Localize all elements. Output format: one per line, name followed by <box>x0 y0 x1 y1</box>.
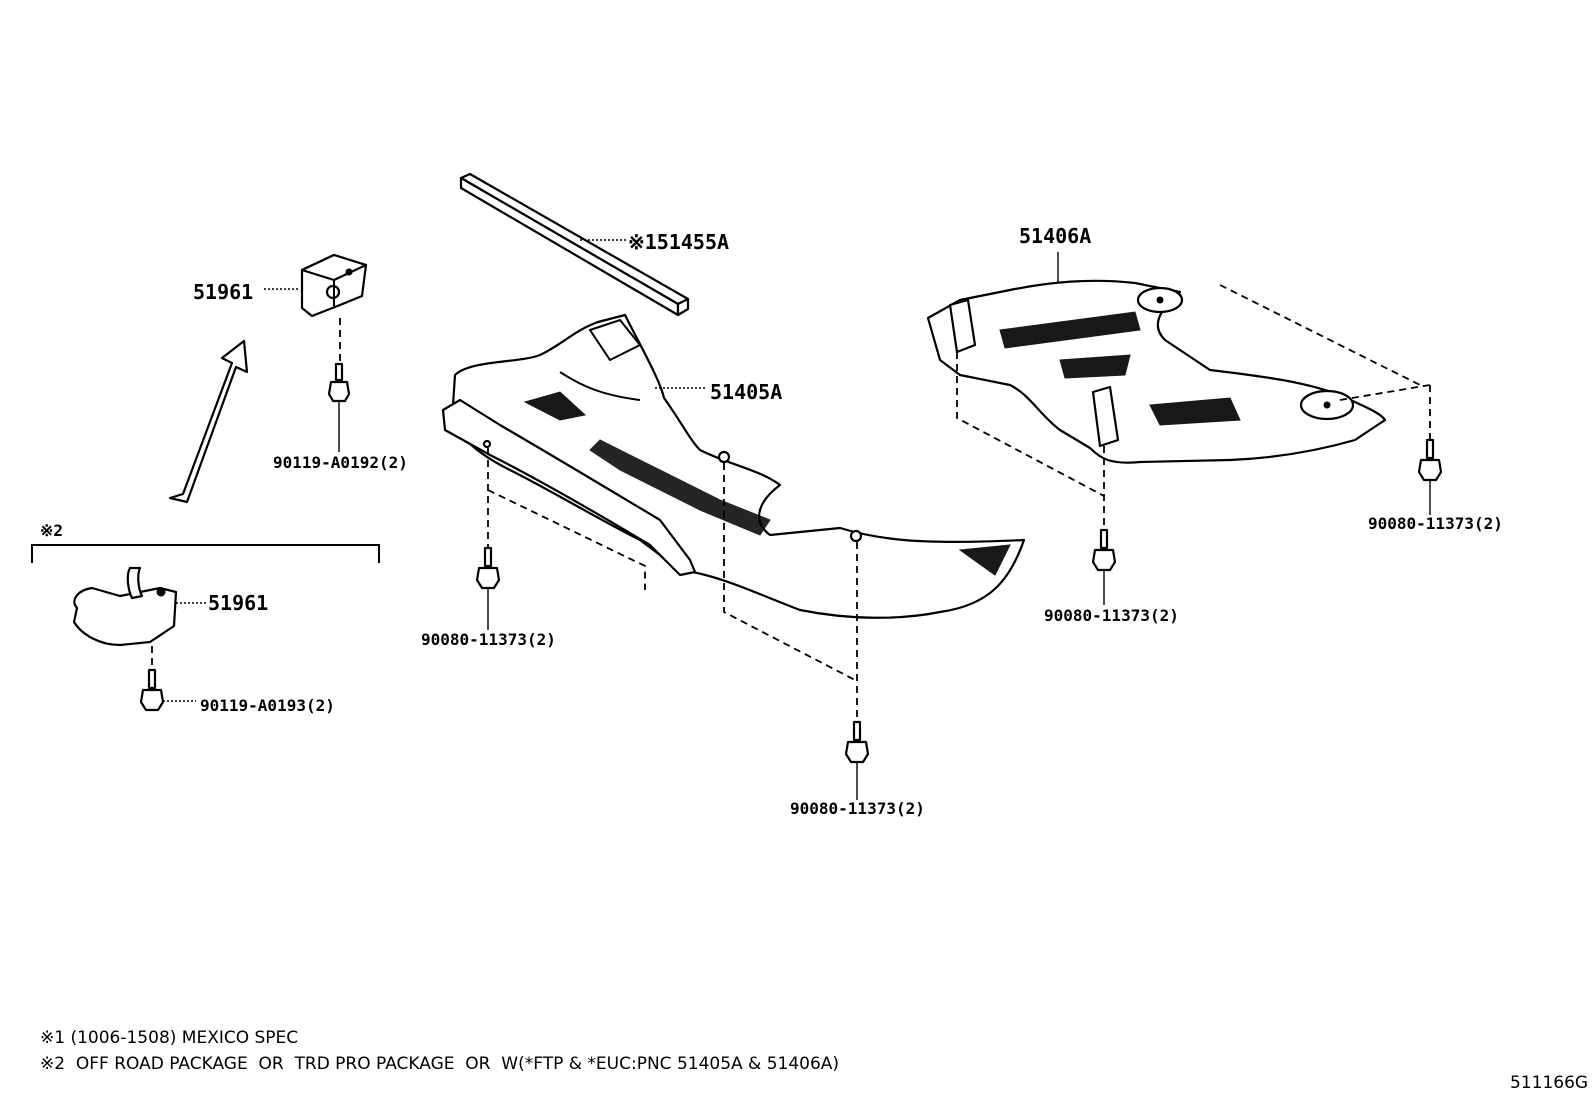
note2-group-bracket <box>31 544 380 563</box>
front-direction-arrow <box>168 339 249 504</box>
bolt-90119-a0193-drawing <box>139 668 196 712</box>
illustration-code: 511166G <box>1510 1073 1588 1093</box>
note2-marker: ※2 <box>40 521 63 540</box>
callout-51406a: 51406A <box>1019 224 1091 248</box>
footnote-2: ※2 OFF ROAD PACKAGE OR TRD PRO PACKAGE O… <box>40 1054 839 1074</box>
bolt-front-left-drawing <box>475 546 501 630</box>
callout-bolt-90119-a0193: 90119-A0193(2) <box>200 696 335 715</box>
callout-bolt-rear-center: 90080-11373(2) <box>1044 606 1179 625</box>
callout-bolt-rear-right: 90080-11373(2) <box>1368 514 1503 533</box>
callout-151455a: ※151455A <box>628 230 729 254</box>
bolt-rear-center-drawing <box>1091 528 1117 605</box>
callout-51405a: 51405A <box>710 380 782 404</box>
callout-bolt-90119-a0192: 90119-A0192(2) <box>273 453 408 472</box>
cover-51406a-drawing <box>926 252 1387 464</box>
bracket-51961-lower-drawing <box>72 566 206 668</box>
bolt-90119-a0192-drawing <box>327 362 351 452</box>
bracket-51961-upper-drawing <box>264 253 368 362</box>
front-cover-fastener-guides <box>487 448 858 720</box>
bolt-front-center-drawing <box>844 720 870 800</box>
callout-51961-upper: 51961 <box>193 280 253 304</box>
footnote-1: ※1 (1006-1508) MEXICO SPEC <box>40 1028 298 1048</box>
callout-51961-lower: 51961 <box>208 591 268 615</box>
seal-151455a-drawing <box>459 172 690 317</box>
callout-bolt-front-center: 90080-11373(2) <box>790 799 925 818</box>
bolt-rear-right-drawing <box>1417 438 1443 515</box>
cover-51405a-drawing <box>441 313 1026 619</box>
callout-bolt-front-left: 90080-11373(2) <box>421 630 556 649</box>
rear-cover-fastener-guides <box>956 284 1431 530</box>
